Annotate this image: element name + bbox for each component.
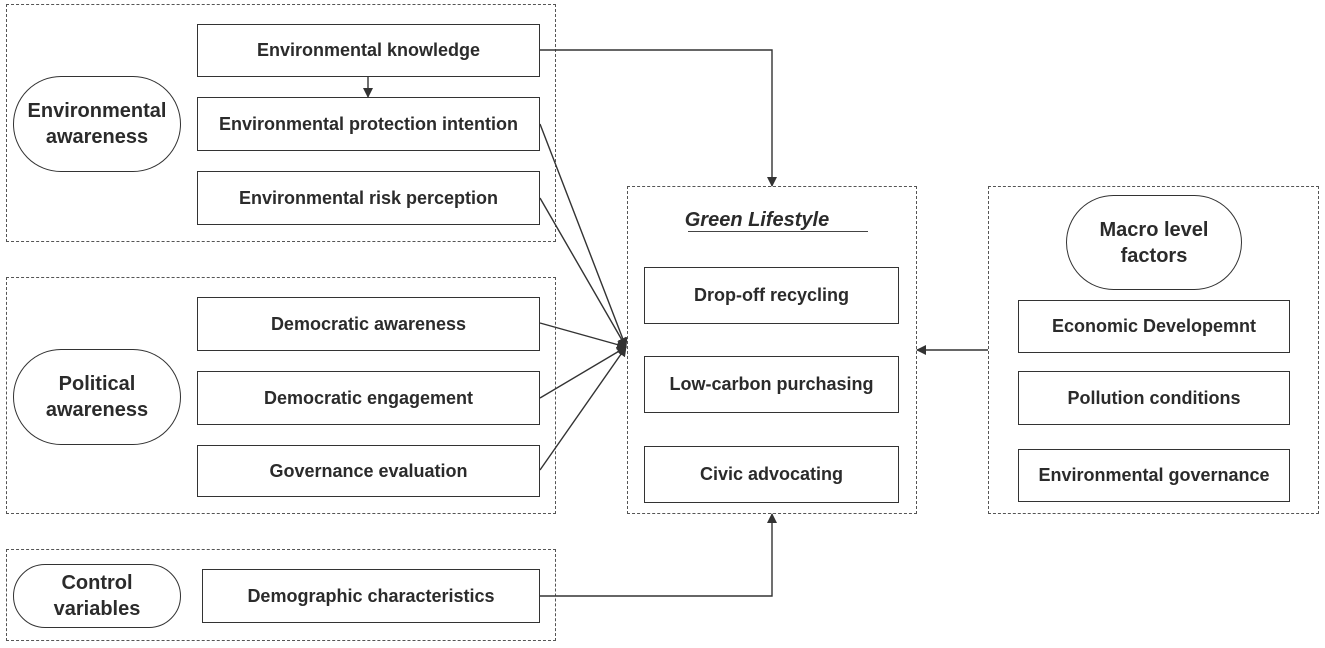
control-variables-label: Control variables	[13, 564, 181, 628]
environmental-awareness-line2: awareness	[45, 126, 149, 148]
environmental-awareness-group	[6, 4, 556, 242]
environmental-knowledge-box: Environmental knowledge	[197, 24, 540, 77]
pollution-conditions-box: Pollution conditions	[1018, 371, 1290, 425]
arrow-control-to-green	[540, 513, 777, 597]
control-variables-line2: variables	[53, 598, 141, 620]
low-carbon-purchasing-box: Low-carbon purchasing	[644, 356, 899, 413]
arrow-dem-engagement-to-green	[539, 346, 627, 399]
environmental-awareness-label: Environmental awareness	[13, 76, 181, 172]
democratic-engagement-box: Democratic engagement	[197, 371, 540, 425]
civic-advocating-box: Civic advocating	[644, 446, 899, 503]
control-variables-group	[6, 549, 556, 641]
arrow-knowledge-to-green	[540, 49, 777, 187]
arrow-intention-to-green	[539, 123, 628, 348]
macro-level-line1: Macro level	[1099, 218, 1209, 241]
macro-level-line2: factors	[1120, 244, 1188, 267]
political-awareness-line2: awareness	[45, 399, 149, 421]
macro-level-group	[988, 186, 1319, 514]
control-variables-line1: Control	[61, 572, 133, 594]
drop-off-recycling-box: Drop-off recycling	[644, 267, 899, 324]
political-awareness-label: Political awareness	[13, 349, 181, 445]
demographic-characteristics-box: Demographic characteristics	[202, 569, 540, 623]
environmental-protection-intention-box: Environmental protection intention	[197, 97, 540, 151]
green-lifestyle-title-underline	[688, 231, 868, 232]
arrow-governance-to-green	[539, 346, 627, 471]
green-lifestyle-title: Green Lifestyle	[684, 209, 830, 231]
economic-development-box: Economic Developemnt	[1018, 300, 1290, 353]
arrow-dem-awareness-to-green	[539, 322, 627, 350]
governance-evaluation-box: Governance evaluation	[197, 445, 540, 497]
environmental-risk-perception-box: Environmental risk perception	[197, 171, 540, 225]
environmental-governance-box: Environmental governance	[1018, 449, 1290, 502]
arrow-risk-to-green	[539, 197, 627, 348]
political-awareness-group	[6, 277, 556, 514]
environmental-awareness-line1: Environmental	[27, 100, 167, 122]
democratic-awareness-box: Democratic awareness	[197, 297, 540, 351]
political-awareness-line1: Political	[58, 373, 136, 395]
macro-level-label: Macro level factors	[1066, 195, 1242, 290]
